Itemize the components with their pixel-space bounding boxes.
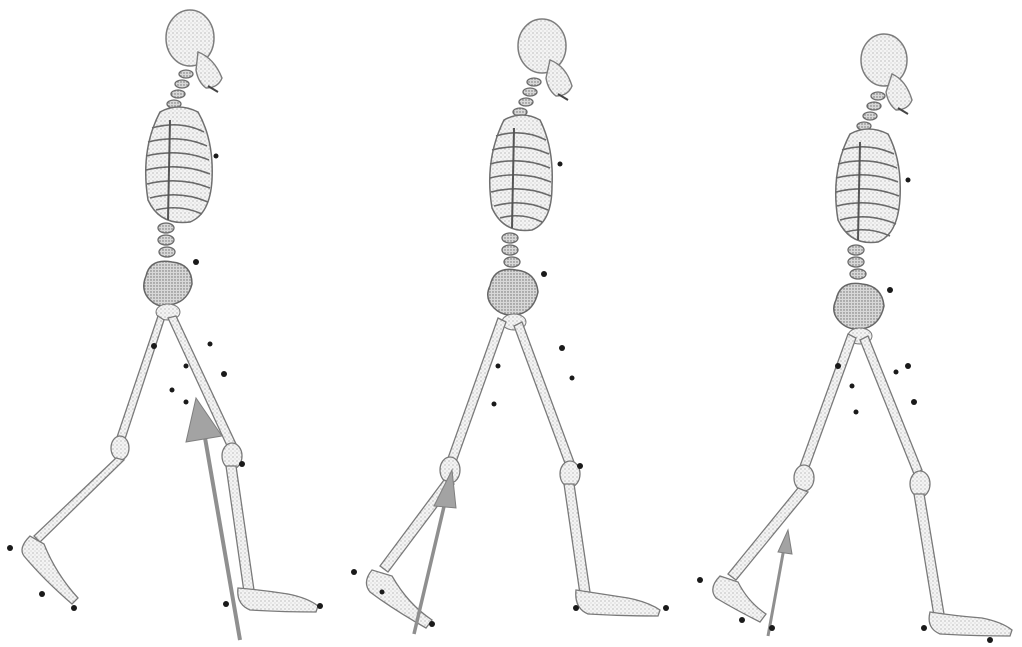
marker-dot-icon: [7, 154, 323, 612]
skull: [861, 34, 912, 114]
skull: [518, 19, 572, 100]
force-arrow-icon: [768, 530, 792, 636]
stance-leg: [860, 336, 1012, 636]
stance-leg: [514, 322, 660, 616]
rib-cage: [146, 107, 213, 223]
pelvis: [144, 261, 192, 320]
pelvis: [488, 269, 538, 330]
trailing-leg: [22, 316, 164, 604]
trailing-leg: [713, 334, 856, 622]
rib-cage: [490, 115, 553, 231]
rib-cage: [836, 129, 901, 243]
panel-1: [7, 10, 323, 640]
panel-3: [697, 34, 1012, 643]
skull: [166, 10, 222, 92]
trailing-leg: [366, 318, 506, 628]
panel-2: [351, 19, 669, 634]
pelvis: [834, 283, 884, 344]
